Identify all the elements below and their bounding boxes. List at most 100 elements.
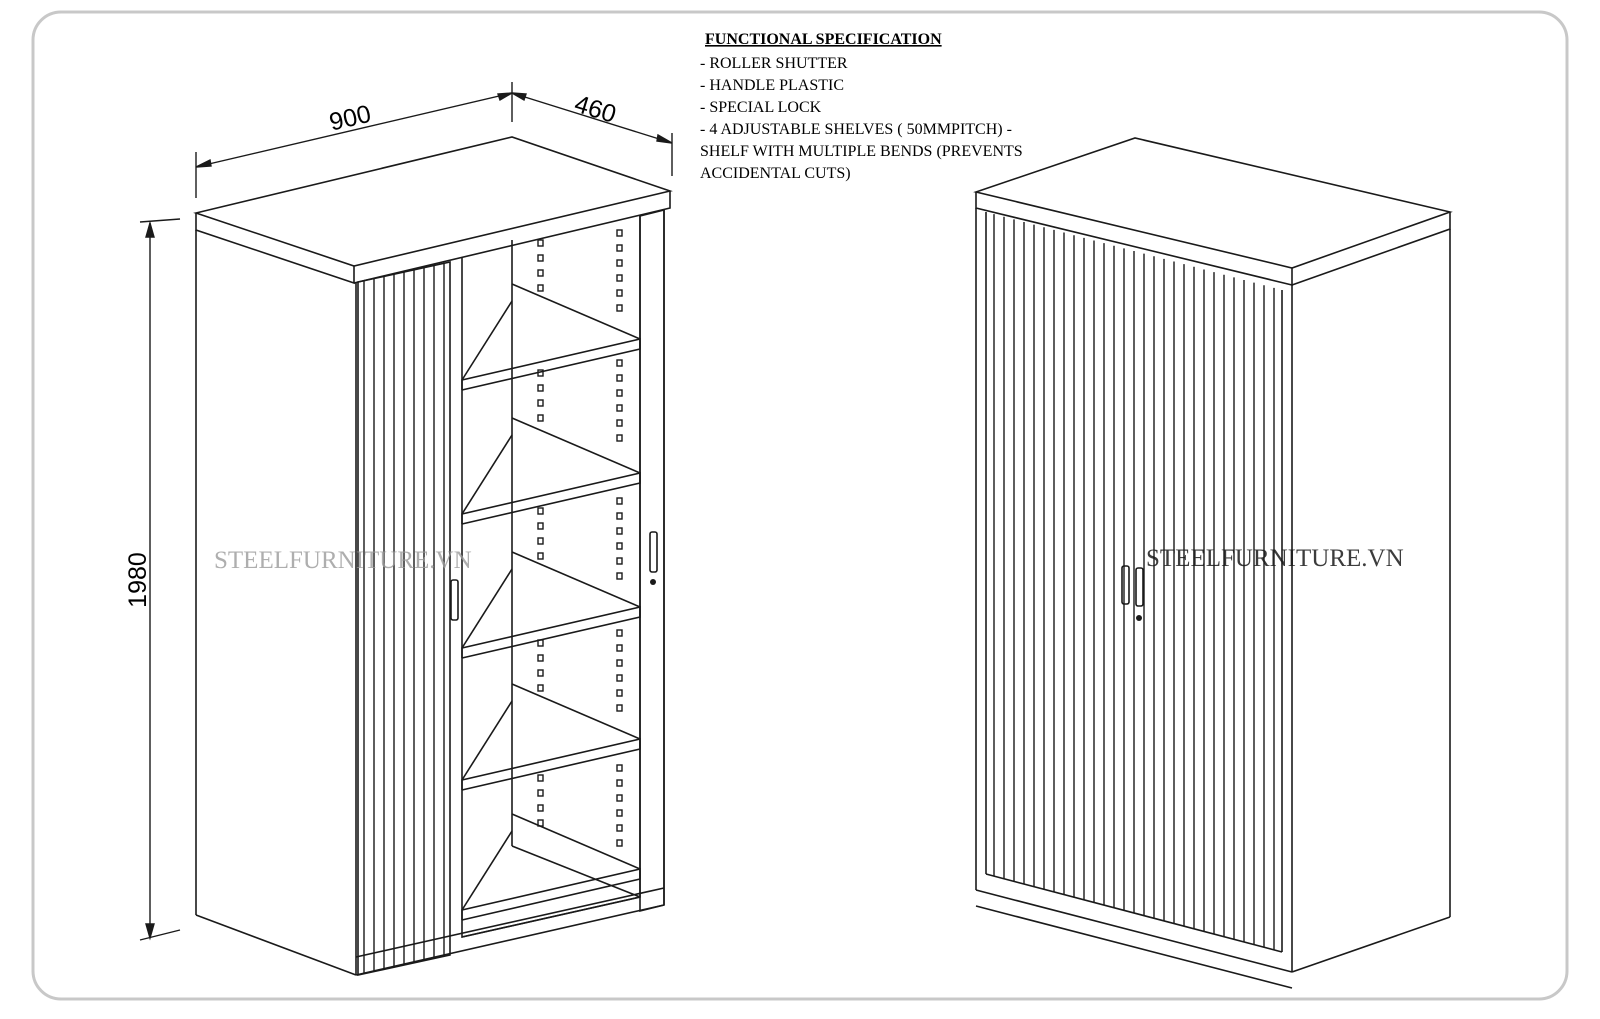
pitch-hole bbox=[616, 704, 623, 712]
spec-line: - HANDLE PLASTIC bbox=[700, 77, 844, 94]
right-cabinet-handle-right-icon bbox=[1135, 567, 1144, 607]
adjustable-shelves bbox=[461, 283, 641, 921]
depth-dimension-line bbox=[511, 92, 673, 144]
pitch-hole bbox=[616, 419, 623, 427]
pitch-hole bbox=[616, 359, 623, 367]
width-dimension-line bbox=[195, 92, 513, 168]
pitch-hole bbox=[537, 804, 544, 812]
pitch-hole bbox=[537, 239, 544, 247]
border-frame bbox=[31, 10, 1569, 1001]
left-shutter-panel bbox=[357, 261, 451, 976]
right-top-front-edge bbox=[975, 192, 1293, 287]
pitch-hole bbox=[616, 289, 623, 297]
pitch-hole bbox=[616, 274, 623, 282]
pitch-hole bbox=[616, 659, 623, 667]
pitch-hole bbox=[537, 522, 544, 530]
pitch-hole bbox=[616, 497, 623, 505]
shelf-back-edge bbox=[511, 283, 641, 340]
shelf-side-edge bbox=[461, 300, 513, 381]
open-cabinet-drawing bbox=[193, 136, 673, 976]
shelf-side-edge bbox=[461, 568, 513, 649]
shelf bbox=[461, 471, 641, 525]
depth-label: 460 bbox=[571, 90, 619, 129]
pitch-hole bbox=[537, 384, 544, 392]
pitch-hole bbox=[616, 809, 623, 817]
left-top-front-edge bbox=[195, 213, 355, 285]
pitch-hole bbox=[616, 779, 623, 787]
shelf bbox=[461, 605, 641, 659]
pitch-hole bbox=[616, 644, 623, 652]
right-handle-icon bbox=[649, 531, 658, 573]
shelf-side-edge bbox=[461, 700, 513, 781]
shelf bbox=[461, 337, 641, 391]
pitch-hole bbox=[616, 572, 623, 580]
spec-line: ACCIDENTAL CUTS) bbox=[700, 165, 851, 182]
pitch-hole bbox=[537, 507, 544, 515]
pitch-hole bbox=[616, 304, 623, 312]
pitch-hole bbox=[537, 537, 544, 545]
pitch-hole bbox=[616, 794, 623, 802]
pitch-hole bbox=[537, 774, 544, 782]
pitch-hole bbox=[537, 399, 544, 407]
height-label: 1980 bbox=[124, 552, 152, 608]
pitch-hole bbox=[616, 389, 623, 397]
pitch-hole bbox=[537, 819, 544, 827]
pitch-hole bbox=[537, 639, 544, 647]
pitch-hole bbox=[616, 244, 623, 252]
shelf-side-edge bbox=[461, 434, 513, 515]
pitch-hole bbox=[537, 254, 544, 262]
shelf bbox=[461, 737, 641, 791]
shelf-back-edge bbox=[511, 683, 641, 740]
pitch-hole bbox=[537, 669, 544, 677]
shelf-pitch-holes bbox=[537, 229, 623, 847]
dimension-lines bbox=[139, 82, 673, 941]
shelf-back-edge bbox=[511, 551, 641, 608]
watermark-left: STEELFURNITURE.VN bbox=[214, 547, 472, 574]
right-cabinet-lock-icon bbox=[1136, 615, 1142, 621]
pitch-hole bbox=[537, 369, 544, 377]
left-shutter-slats bbox=[363, 263, 445, 974]
shelf-side-edge bbox=[461, 830, 513, 911]
pitch-hole bbox=[537, 654, 544, 662]
right-cabinet-handle-left-icon bbox=[1121, 565, 1130, 605]
pitch-hole bbox=[616, 764, 623, 772]
lock-icon bbox=[650, 579, 656, 585]
shelf bbox=[461, 867, 641, 921]
shelf-back-edge bbox=[511, 417, 641, 474]
pitch-hole bbox=[537, 414, 544, 422]
watermark-right: STEELFURNITURE.VN bbox=[1146, 545, 1404, 572]
left-handle-icon bbox=[450, 579, 459, 621]
shelf-back-edge bbox=[511, 813, 641, 870]
pitch-hole bbox=[616, 839, 623, 847]
pitch-hole bbox=[616, 404, 623, 412]
left-bottom-edge bbox=[195, 914, 357, 976]
pitch-hole bbox=[537, 284, 544, 292]
pitch-hole bbox=[616, 542, 623, 550]
pitch-hole bbox=[616, 674, 623, 682]
pitch-hole bbox=[616, 229, 623, 237]
right-top-face bbox=[973, 137, 1453, 269]
spec-title: FUNCTIONAL SPECIFICATION bbox=[705, 31, 942, 48]
spec-line: SHELF WITH MULTIPLE BENDS (PREVENTS bbox=[700, 143, 1023, 160]
right-shutter-slats bbox=[993, 214, 1275, 950]
pitch-hole bbox=[537, 789, 544, 797]
pitch-hole bbox=[616, 557, 623, 565]
pitch-hole bbox=[537, 269, 544, 277]
pitch-hole bbox=[616, 434, 623, 442]
pitch-hole bbox=[616, 512, 623, 520]
pitch-hole bbox=[616, 374, 623, 382]
cabinet-opening bbox=[461, 216, 641, 938]
spec-line: - SPECIAL LOCK bbox=[700, 99, 822, 116]
left-top-face bbox=[193, 136, 673, 267]
left-top-side-edge bbox=[353, 191, 671, 284]
pitch-hole bbox=[616, 689, 623, 697]
closed-cabinet-drawing bbox=[973, 137, 1453, 989]
pitch-hole bbox=[616, 259, 623, 267]
right-top-side-edge bbox=[1291, 212, 1451, 286]
pitch-hole bbox=[537, 684, 544, 692]
pitch-hole bbox=[616, 629, 623, 637]
spec-line: - 4 ADJUSTABLE SHELVES ( 50MMPITCH) - bbox=[700, 121, 1012, 138]
pitch-hole bbox=[616, 527, 623, 535]
spec-line: - ROLLER SHUTTER bbox=[700, 55, 848, 72]
